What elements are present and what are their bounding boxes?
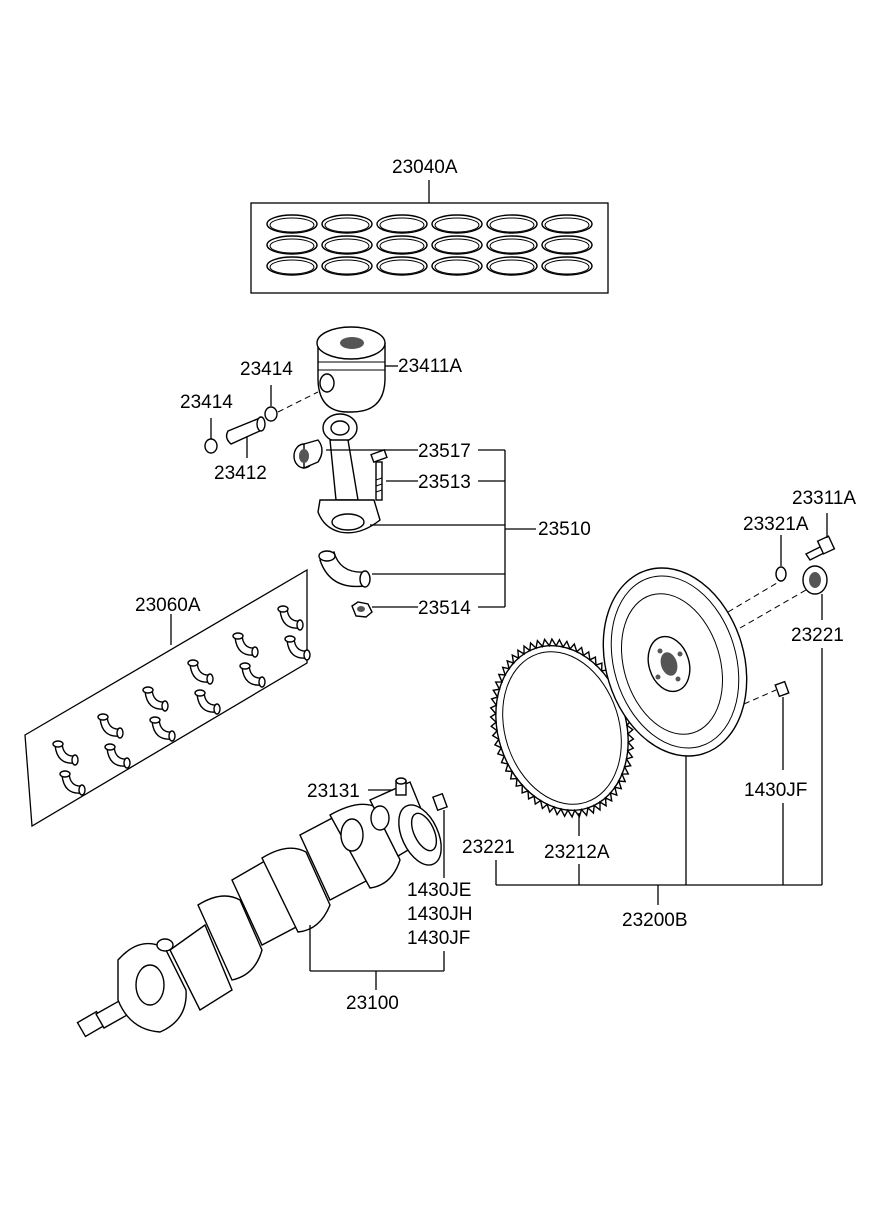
label-23221-left: 23221 [462,837,515,858]
label-23321A: 23321A [743,514,809,535]
piston-ring [431,256,483,276]
label-23060A: 23060A [135,595,201,616]
label-23311A: 23311A [792,488,856,509]
label-1430JH: 1430JH [407,904,473,925]
main-bearing-shell [97,713,124,739]
main-bearing-shell [232,632,259,658]
flywheel-bolt [804,535,836,561]
label-1430JE: 1430JE [407,880,471,901]
label-23414-upper: 23414 [240,359,293,380]
snap-ring-upper [264,406,278,422]
label-1430JF-crank: 1430JF [407,928,470,949]
dowel-pin-flywheel [774,680,790,698]
piston-ring [541,256,593,276]
label-23100: 23100 [346,993,399,1014]
piston-ring [486,235,538,255]
main-bearing-shell [239,662,266,688]
piston-ring [321,235,373,255]
spacer [802,565,828,595]
washer [775,566,787,582]
piston-ring [486,214,538,234]
label-23513: 23513 [418,472,471,493]
main-bearing-set [24,568,311,828]
flywheel [602,567,748,757]
piston-ring [376,235,428,255]
main-bearing-shell [277,605,304,631]
snap-ring-lower [204,438,218,454]
label-23514: 23514 [418,598,471,619]
main-bearing-shell [104,743,131,769]
rod-bearing-shell [318,550,371,588]
piston-ring [266,235,318,255]
label-23131: 23131 [307,781,360,802]
dowel-pin-crank [432,792,448,812]
rod-nut [351,601,373,618]
main-bearing-shell [284,635,311,661]
piston-ring [376,214,428,234]
label-23510: 23510 [538,519,591,540]
main-bearing-shell [149,716,176,742]
piston-ring [486,256,538,276]
label-23411A: 23411A [398,356,462,377]
label-23221-right: 23221 [791,625,844,646]
connecting-rod [317,413,381,534]
label-23200B: 23200B [622,910,688,931]
piston-ring [266,214,318,234]
piston-ring [321,214,373,234]
piston-ring [541,235,593,255]
label-23414-lower: 23414 [180,392,233,413]
small-end-bushing [293,439,323,470]
piston-ring [266,256,318,276]
dowel-pin-23131 [395,777,407,796]
ring-gear [489,637,635,819]
crankshaft [76,781,442,1038]
piston-ring [376,256,428,276]
piston-pin [225,416,266,445]
main-bearing-shell [142,686,169,712]
piston [316,326,386,413]
label-23040A: 23040A [392,157,458,178]
label-23517: 23517 [418,441,471,462]
label-1430JF-right: 1430JF [744,780,807,801]
main-bearing-shell [187,659,214,685]
main-bearing-shell [194,689,221,715]
main-bearing-shell [59,770,86,796]
main-bearing-shell [52,740,79,766]
piston-ring-set [250,202,609,294]
piston-ring [431,214,483,234]
label-23212A: 23212A [544,842,610,863]
piston-ring [431,235,483,255]
piston-ring [321,256,373,276]
rod-bolt [370,448,388,501]
label-23412: 23412 [214,463,267,484]
piston-ring [541,214,593,234]
